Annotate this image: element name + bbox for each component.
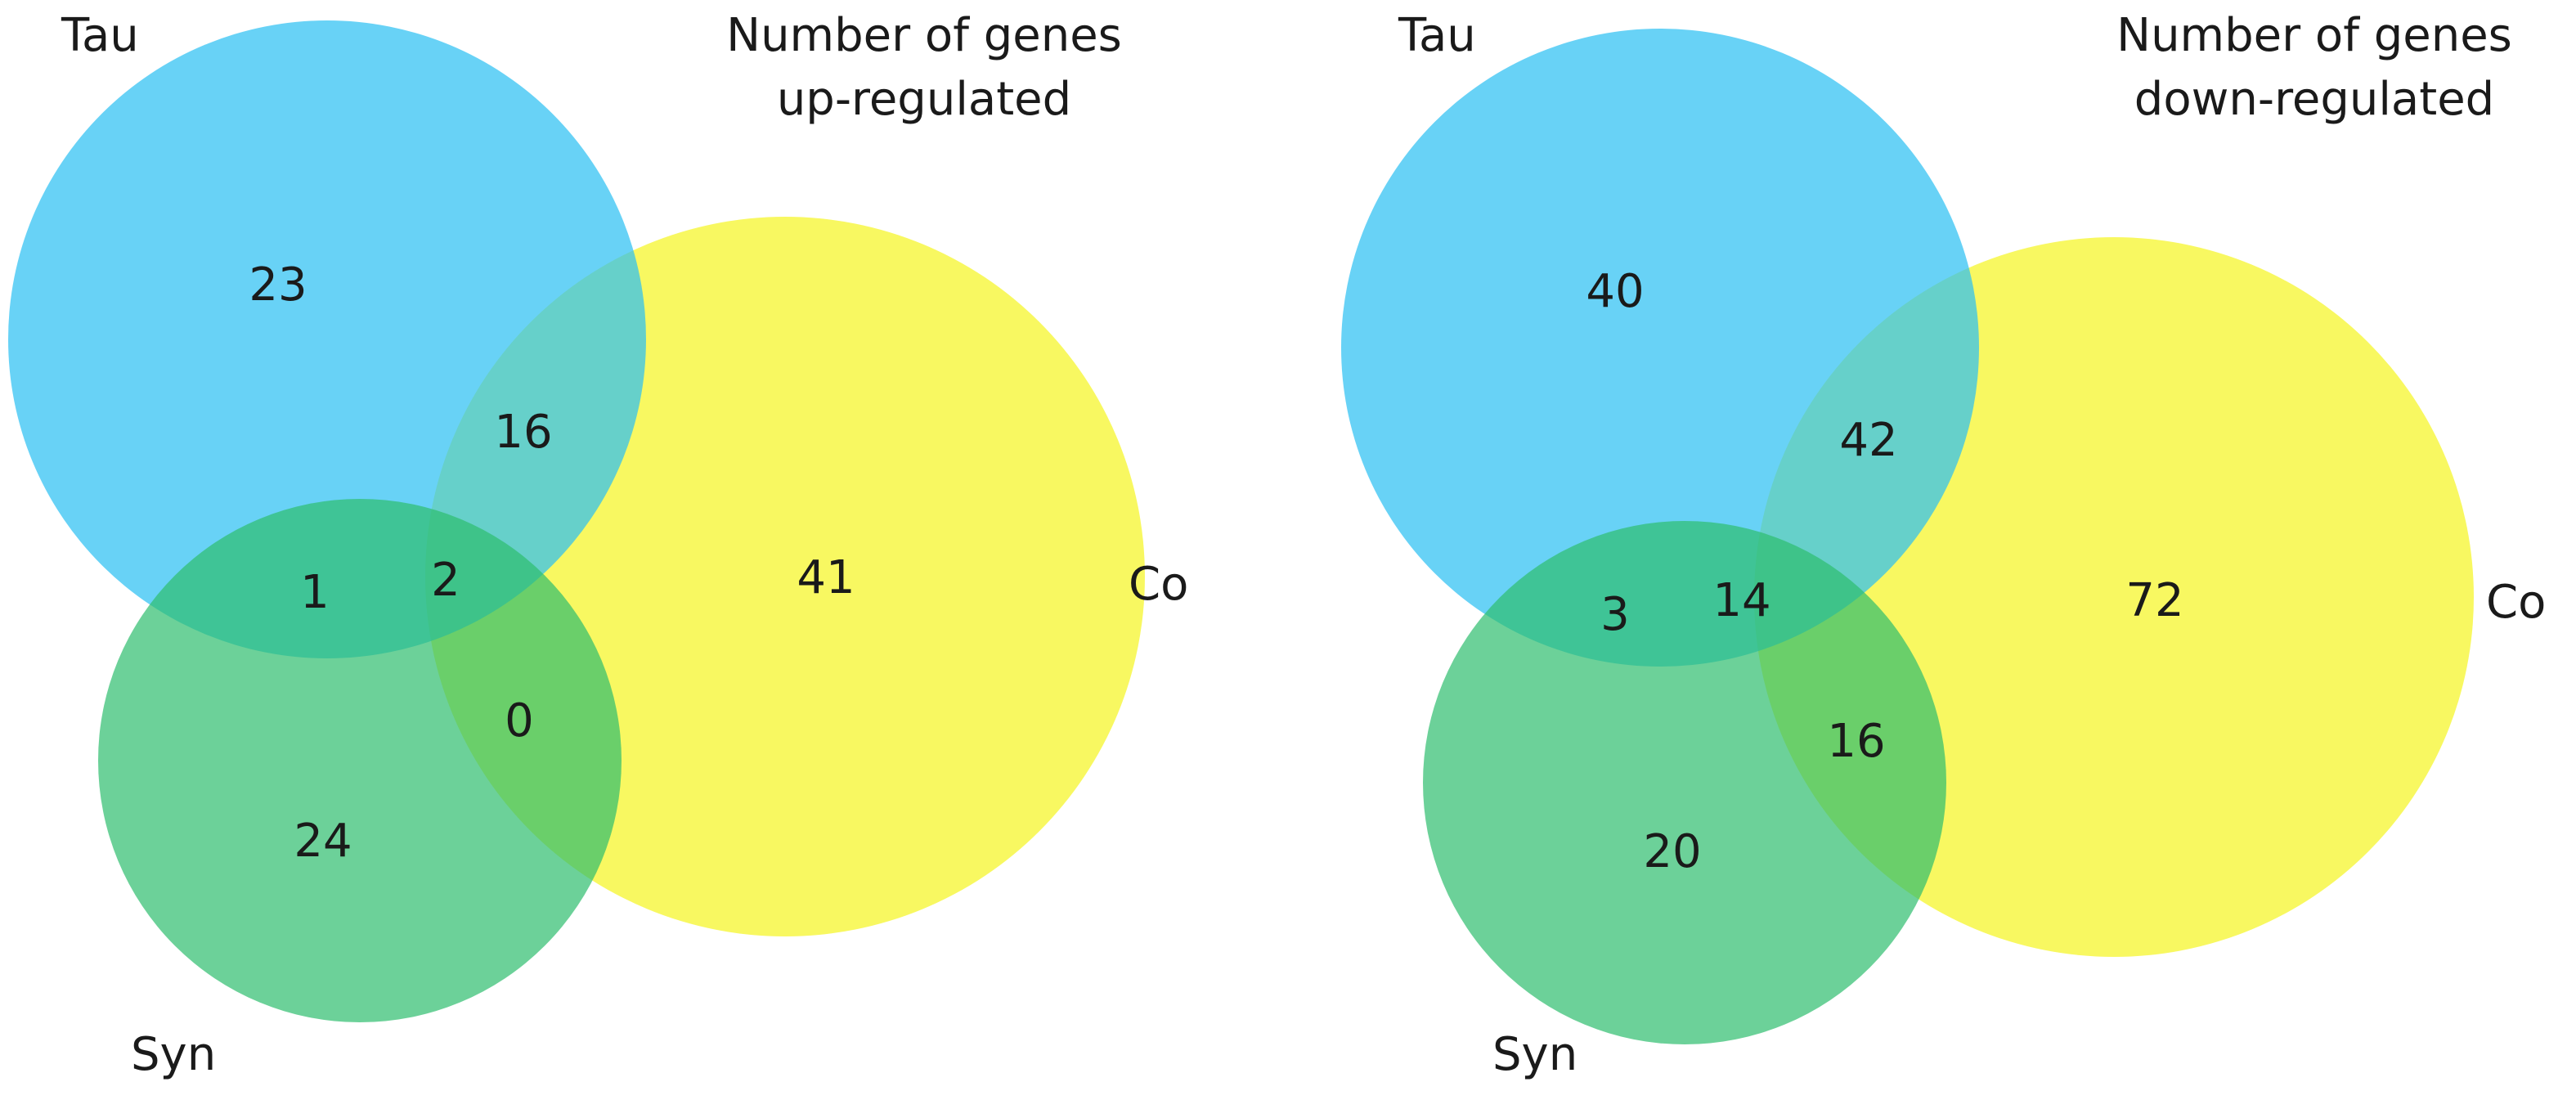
venn-panel-down: Tau Syn Co Number of genes down-regulate… xyxy=(1341,9,2546,1081)
tau-label: Tau xyxy=(61,9,139,62)
panel-title-line2: down-regulated xyxy=(2134,73,2494,126)
tau-circle xyxy=(1341,29,1979,667)
count-tau-syn: 3 xyxy=(1600,588,1630,641)
count-syn-co: 0 xyxy=(505,694,534,748)
tau-label: Tau xyxy=(1398,9,1476,62)
syn-label: Syn xyxy=(131,1028,216,1081)
co-label: Co xyxy=(1129,558,1188,611)
count-syn-only: 20 xyxy=(1643,825,1701,878)
count-syn-co: 16 xyxy=(1827,715,1885,768)
venn-panel-up: Tau Syn Co Number of genes up-regulated … xyxy=(8,9,1188,1081)
count-co-only: 72 xyxy=(2125,574,2183,627)
count-all-three: 2 xyxy=(431,554,460,607)
count-co-only: 41 xyxy=(797,551,855,604)
syn-circle xyxy=(1423,521,1946,1044)
syn-label: Syn xyxy=(1492,1028,1577,1081)
syn-circle xyxy=(98,499,622,1022)
tau-circle xyxy=(8,20,646,658)
count-tau-co: 42 xyxy=(1839,414,1897,467)
count-tau-only: 23 xyxy=(249,258,307,312)
count-syn-only: 24 xyxy=(294,815,352,868)
panel-title-line1: Number of genes xyxy=(726,9,1122,62)
panel-title-line1: Number of genes xyxy=(2116,9,2512,62)
panel-title-line2: up-regulated xyxy=(777,73,1071,126)
co-label: Co xyxy=(2486,576,2546,629)
count-tau-co: 16 xyxy=(494,406,552,459)
count-tau-only: 40 xyxy=(1586,265,1644,318)
count-all-three: 14 xyxy=(1712,574,1770,627)
count-tau-syn: 1 xyxy=(300,566,330,619)
